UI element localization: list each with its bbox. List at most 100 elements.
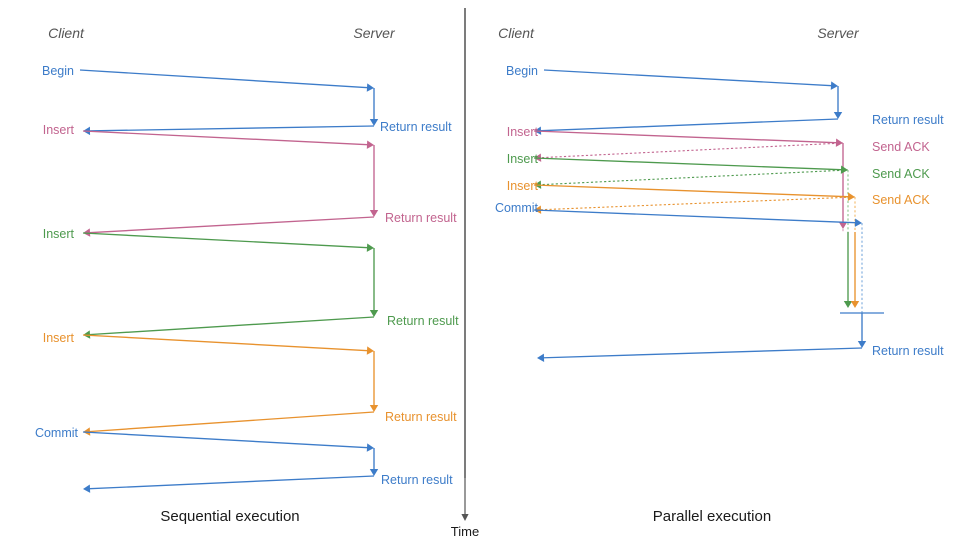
arrow-begin-request (79, 69, 374, 92)
arrow-shaft (537, 169, 849, 186)
actor-label-server: Server (353, 25, 396, 41)
arrow-shaft (543, 69, 835, 87)
arrow-head (537, 353, 545, 362)
arrow-commit-response (537, 347, 863, 362)
arrow-head (83, 484, 91, 493)
arrow-head (366, 83, 374, 92)
arrow-shaft (533, 209, 859, 224)
time-axis-arrowhead (461, 514, 469, 521)
arrow-commit-request (533, 209, 862, 227)
arrow-head (857, 341, 867, 348)
message-label-send-ack-2: Send ACK (872, 167, 930, 181)
arrow-insert1-request (82, 130, 374, 149)
time-axis: Time (451, 478, 479, 539)
arrow-insert2-request (533, 157, 848, 174)
arrow-shaft (82, 232, 371, 249)
message-label-begin: Begin (42, 64, 74, 78)
arrow-insert1-request (533, 130, 843, 147)
arrow-shaft (533, 184, 852, 198)
message-label-insert-3: Insert (507, 179, 539, 193)
right-panel-actor-labels: Client Server (498, 25, 860, 41)
arrow-insert2-ack (534, 169, 849, 189)
arrow-shaft (533, 130, 840, 144)
right-panel-caption: Parallel execution (653, 508, 771, 525)
arrow-insert1-ack (534, 142, 844, 162)
arrow-shaft (86, 411, 375, 433)
arrow-insert3-request (533, 184, 855, 201)
arrow-begin-request (543, 69, 838, 90)
right-panel-arrows (533, 69, 884, 362)
left-panel-actor-labels: Client Server (48, 25, 396, 41)
arrow-head (369, 469, 379, 476)
arrow-head (369, 119, 379, 126)
arrow-insert1-hold (369, 145, 379, 217)
message-label-begin: Begin (506, 64, 538, 78)
arrow-head (847, 192, 855, 201)
arrow-shaft (79, 69, 371, 89)
arrow-head (369, 310, 379, 317)
arrow-insert3-request (82, 334, 374, 355)
arrow-head (854, 218, 862, 227)
arrow-shaft (86, 125, 375, 132)
message-label-insert-1: Insert (507, 125, 539, 139)
arrow-commit-hold (369, 448, 379, 476)
arrow-insert3-response (83, 411, 375, 436)
arrow-shaft (86, 316, 375, 336)
arrow-commit-response (83, 475, 375, 493)
arrow-shaft (537, 142, 844, 159)
arrow-head (83, 427, 91, 436)
arrow-head (840, 165, 848, 174)
arrow-shaft (86, 475, 375, 490)
arrow-insert2-request (82, 232, 374, 252)
arrow-head (366, 443, 374, 452)
arrow-shaft (537, 196, 856, 211)
arrow-head (838, 222, 848, 229)
message-label-insert-2: Insert (507, 152, 539, 166)
arrow-shaft (82, 130, 371, 146)
message-label-send-ack-1: Send ACK (872, 140, 930, 154)
arrow-insert3-hold (850, 232, 860, 308)
arrow-head (369, 405, 379, 412)
arrow-commit-hold (857, 313, 867, 348)
arrow-head (833, 112, 843, 119)
message-label-send-ack-3: Send ACK (872, 193, 930, 207)
arrow-head (366, 140, 374, 149)
message-label-insert-1: Insert (43, 123, 75, 137)
time-axis-label: Time (451, 524, 479, 539)
arrow-insert1-hold (838, 143, 848, 229)
actor-label-server: Server (817, 25, 860, 41)
message-label-return-2: Return result (872, 344, 944, 358)
arrow-shaft (537, 118, 839, 132)
arrow-head (850, 301, 860, 308)
message-label-return-1: Return result (380, 120, 452, 134)
arrow-shaft (540, 347, 863, 359)
message-label-return-2: Return result (385, 211, 457, 225)
actor-label-client: Client (48, 25, 85, 41)
arrow-head (366, 346, 374, 355)
arrow-head (835, 138, 843, 147)
message-label-insert-2: Insert (43, 227, 75, 241)
actor-label-client: Client (498, 25, 535, 41)
message-label-commit: Commit (495, 201, 539, 215)
message-label-return-3: Return result (387, 314, 459, 328)
arrow-shaft (86, 216, 375, 234)
message-label-return-1: Return result (872, 113, 944, 127)
arrow-insert2-hold (843, 232, 853, 308)
arrow-commit-request (82, 431, 374, 452)
arrow-shaft (82, 431, 371, 449)
arrow-begin-hold (833, 86, 843, 119)
arrow-insert2-response (83, 316, 375, 339)
message-label-insert-3: Insert (43, 331, 75, 345)
arrow-shaft (533, 157, 845, 171)
arrow-insert1-response (83, 216, 375, 237)
arrow-begin-hold (369, 88, 379, 126)
left-panel-arrows (79, 69, 379, 493)
arrow-head (830, 81, 838, 90)
message-label-return-5: Return result (381, 473, 453, 487)
arrow-head (369, 210, 379, 217)
